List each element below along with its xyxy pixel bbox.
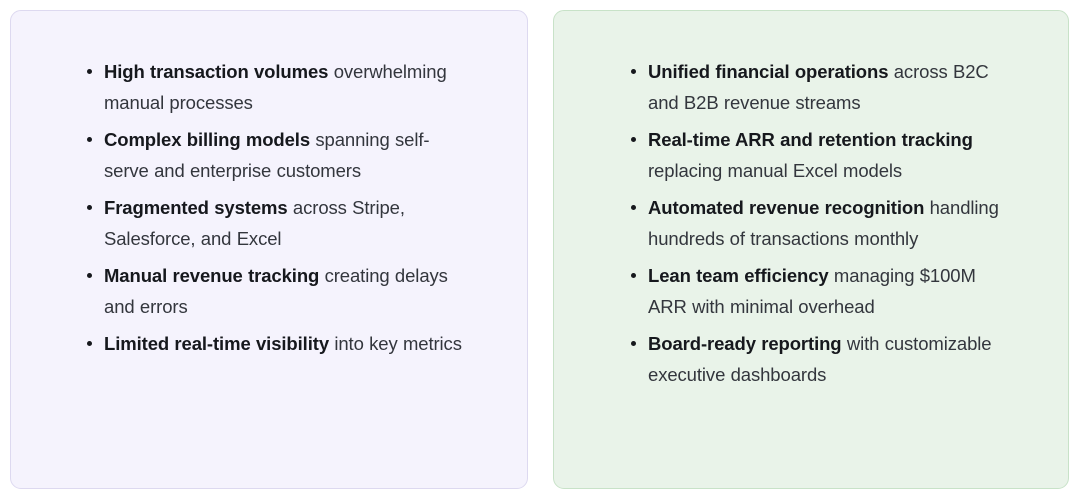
list-item: High transaction volumes overwhelming ma… xyxy=(78,56,470,118)
list-item-rest: creating delays and errors xyxy=(104,265,448,317)
problems-bullet-list: High transaction volumes overwhelming ma… xyxy=(78,56,470,359)
list-item-rest: handling hundreds of transactions monthl… xyxy=(648,197,999,249)
list-item-lead: Real-time ARR and retention tracking xyxy=(648,129,973,150)
list-item-rest: across Stripe, Salesforce, and Excel xyxy=(104,197,405,249)
list-item: Automated revenue recognition handling h… xyxy=(622,192,1012,254)
bullet-dot-icon xyxy=(631,137,636,142)
list-item-lead: Automated revenue recognition xyxy=(648,197,925,218)
list-item: Lean team efficiency managing $100M ARR … xyxy=(622,260,1012,322)
list-item-rest: into key metrics xyxy=(329,333,462,354)
list-item: Real-time ARR and retention tracking rep… xyxy=(622,124,1012,186)
list-item-rest: managing $100M ARR with minimal overhead xyxy=(648,265,976,317)
bullet-dot-icon xyxy=(631,205,636,210)
bullet-dot-icon xyxy=(631,273,636,278)
bullet-dot-icon xyxy=(631,341,636,346)
bullet-dot-icon xyxy=(87,341,92,346)
list-item-lead: Fragmented systems xyxy=(104,197,288,218)
list-item-lead: Limited real-time visibility xyxy=(104,333,330,354)
list-item-lead: High transaction volumes xyxy=(104,61,329,82)
list-item-lead: Complex billing models xyxy=(104,129,311,150)
list-item-lead: Manual revenue tracking xyxy=(104,265,320,286)
list-item: Limited real-time visibility into key me… xyxy=(78,328,470,359)
list-item: Manual revenue tracking creating delays … xyxy=(78,260,470,322)
list-item-rest: with customizable executive dashboards xyxy=(648,333,992,385)
bullet-dot-icon xyxy=(87,69,92,74)
bullet-dot-icon xyxy=(631,69,636,74)
list-item-rest: across B2C and B2B revenue streams xyxy=(648,61,989,113)
list-item-rest: overwhelming manual processes xyxy=(104,61,447,113)
list-item: Fragmented systems across Stripe, Salesf… xyxy=(78,192,470,254)
list-item-lead: Lean team efficiency xyxy=(648,265,829,286)
list-item: Unified financial operations across B2C … xyxy=(622,56,1012,118)
list-item-lead: Unified financial operations xyxy=(648,61,889,82)
list-item: Board-ready reporting with customizable … xyxy=(622,328,1012,390)
bullet-dot-icon xyxy=(87,205,92,210)
list-item: Complex billing models spanning self-ser… xyxy=(78,124,470,186)
list-item-rest: spanning self-serve and enterprise custo… xyxy=(104,129,430,181)
outcomes-card: Unified financial operations across B2C … xyxy=(553,10,1069,489)
outcomes-bullet-list: Unified financial operations across B2C … xyxy=(622,56,1012,390)
problems-card: High transaction volumes overwhelming ma… xyxy=(10,10,528,489)
bullet-dot-icon xyxy=(87,137,92,142)
bullet-dot-icon xyxy=(87,273,92,278)
list-item-rest: replacing manual Excel models xyxy=(648,160,903,181)
list-item-lead: Board-ready reporting xyxy=(648,333,842,354)
